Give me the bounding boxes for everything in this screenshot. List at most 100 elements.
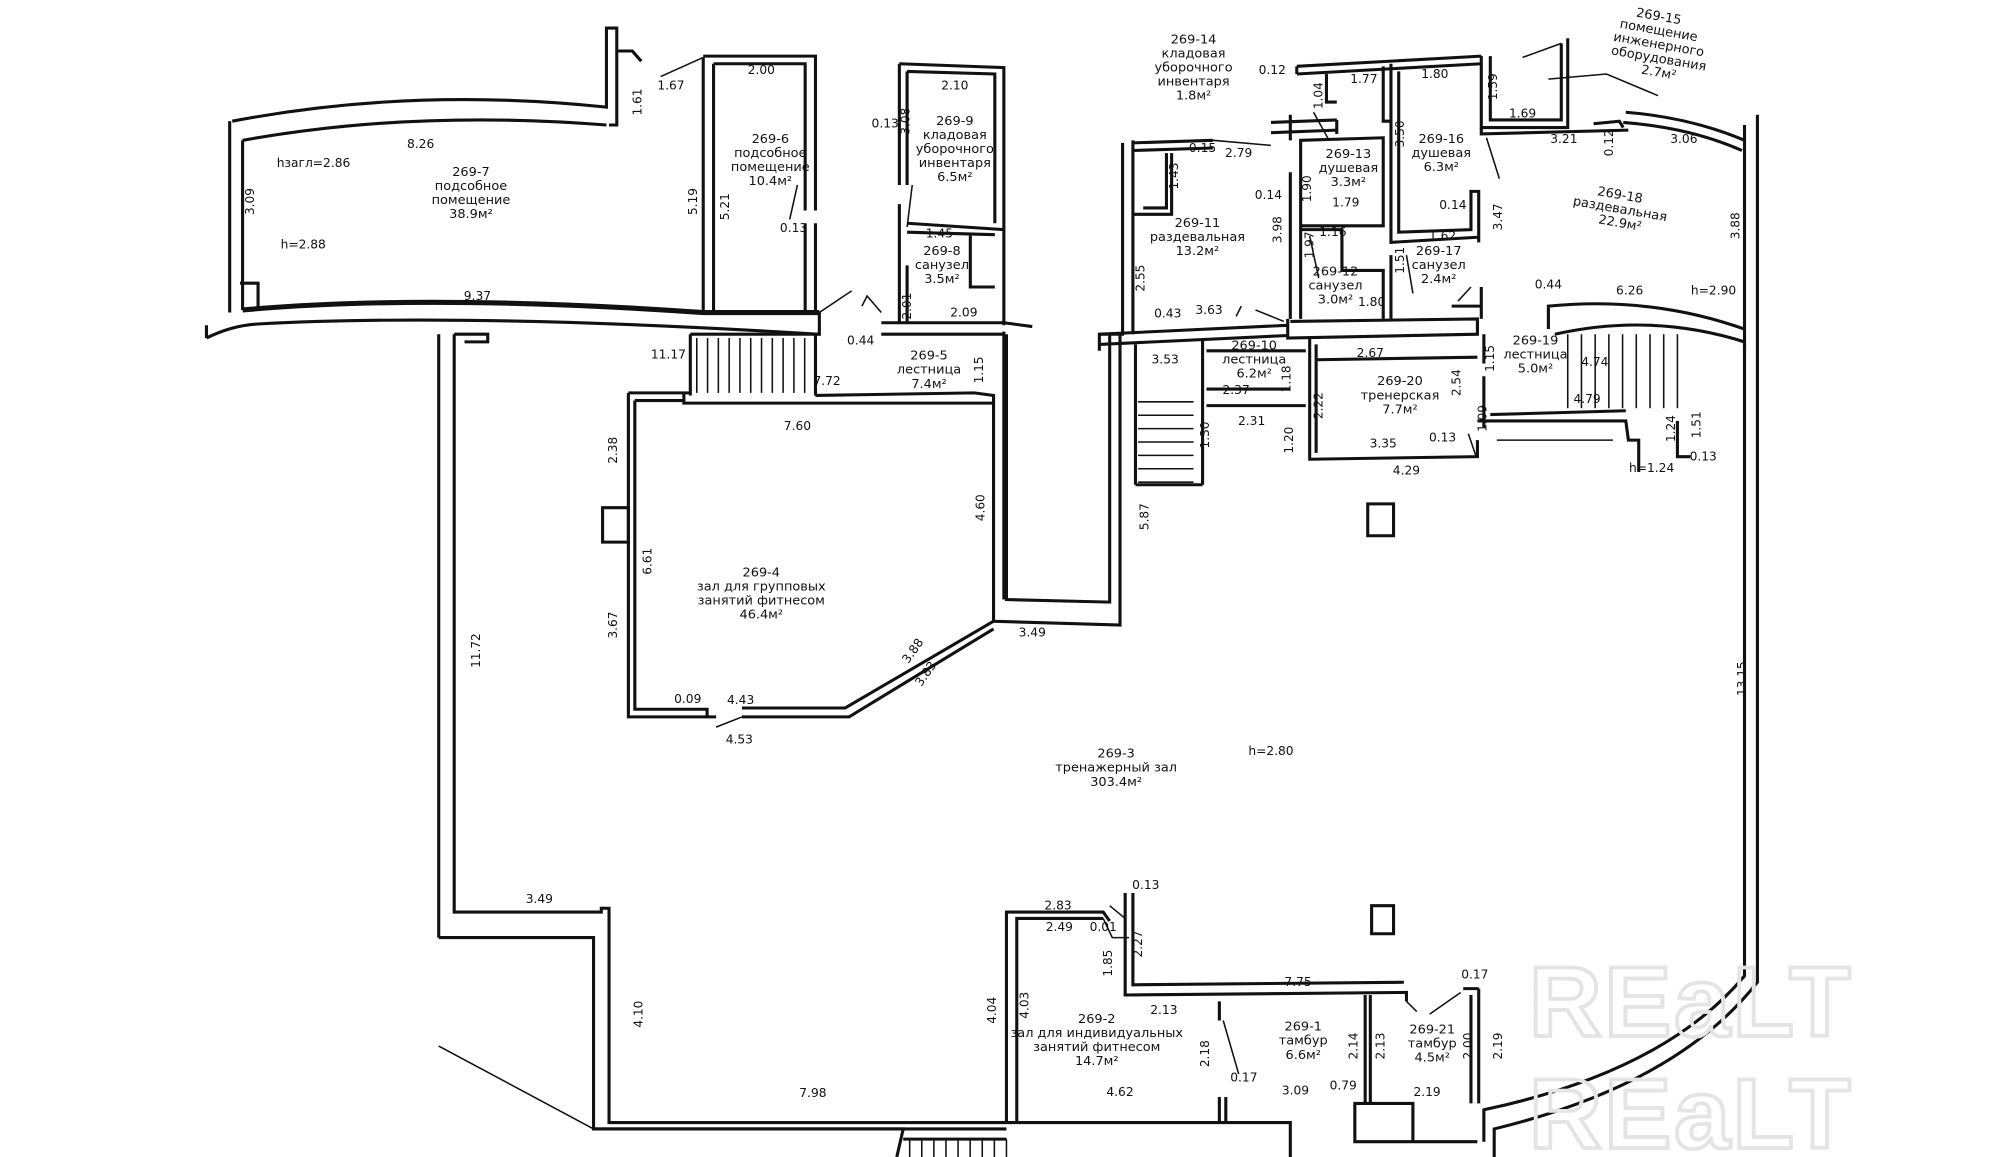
dimension-label: 0.12 [1602, 129, 1616, 156]
room-label: 13.2м² [1176, 244, 1220, 259]
dimension-label: 2.38 [606, 437, 620, 464]
ceiling-height: h=2.90 [1691, 284, 1736, 298]
ceiling-height: h=1.24 [1629, 461, 1675, 475]
room-label: раздевальная [1150, 230, 1245, 245]
room-number: 269-7 [452, 165, 489, 180]
dimension-label: 3.09 [1282, 1084, 1309, 1098]
room-label: 5.0м² [1518, 362, 1553, 377]
room-number: 269-14 [1171, 32, 1217, 47]
dimension-label: 0.79 [1330, 1078, 1357, 1092]
room-number: 269-6 [752, 132, 789, 147]
dimension-label: 2.00 [748, 63, 775, 77]
room-number: 269-12 [1313, 265, 1359, 280]
dimension-label: 2.37 [1222, 383, 1249, 397]
room-label: подсобное [435, 179, 507, 194]
room-label: 3.3м² [1331, 175, 1366, 190]
ceiling-height: h=2.88 [281, 238, 326, 252]
dimension-label: 1.43 [1167, 163, 1181, 190]
dimension-label: 2.67 [1357, 346, 1384, 360]
room-number: 269-5 [910, 349, 947, 364]
dimension-label: 1.79 [1332, 196, 1359, 210]
room-labels: 269-7подсобноепомещение38.9м²269-6подсоб… [432, 6, 1708, 1069]
room-label: подсобное [734, 146, 806, 161]
dimension-label: 3.50 [1393, 120, 1407, 147]
dimension-label: 1.51 [1690, 411, 1704, 438]
room-label: занятий фитнесом [698, 594, 825, 609]
room-label: 2.7м² [1640, 63, 1677, 84]
ceiling-height: h=2.80 [1248, 744, 1293, 758]
stairs [696, 338, 817, 393]
dimension-label: 4.74 [1581, 355, 1609, 369]
dimension-label: 1.61 [630, 89, 644, 116]
room-label: уборочного [916, 142, 994, 157]
dimension-label: 1.15 [972, 356, 986, 383]
dimension-label: 3.98 [1270, 216, 1284, 243]
dimension-label: 1.90 [1300, 175, 1314, 202]
dimension-label: 1.18 [1279, 365, 1293, 392]
room-label: 38.9м² [449, 207, 493, 222]
room-number: 269-18 [1596, 184, 1644, 207]
dimension-label: 1.15 [1483, 345, 1497, 372]
room-label: лестница [1503, 348, 1567, 363]
room-label: душевая [1319, 161, 1379, 176]
dimension-label: 2.54 [1450, 369, 1464, 396]
dimension-label: 2.19 [1491, 1033, 1505, 1060]
room-number: 269-13 [1326, 147, 1372, 162]
room-number: 269-20 [1377, 374, 1423, 389]
room-number: 269-21 [1409, 1022, 1455, 1037]
room-label: тренерская [1361, 388, 1440, 403]
dimension-label: 7.98 [799, 1086, 826, 1100]
stairs [908, 1139, 1008, 1157]
room-label: 2.4м² [1421, 272, 1456, 287]
dimension-label: 1.77 [1350, 72, 1377, 86]
room-number: 269-4 [743, 566, 780, 581]
dimension-label: 2.55 [1133, 265, 1147, 292]
room-label: 6.5м² [937, 170, 972, 185]
room-label: санузел [915, 258, 969, 273]
dimension-label: 1.09 [1475, 405, 1489, 432]
watermark-text: REaLT [1529, 946, 1853, 1057]
dimension-label: 13.15 [1735, 661, 1749, 696]
room-label: 303.4м² [1090, 775, 1142, 790]
dimension-label: 1.69 [1509, 106, 1536, 120]
dimension-label: 0.43 [1154, 307, 1181, 321]
room-label: помещение [731, 160, 810, 175]
ceiling-heights: hзагл=2.86h=2.88h=2.80h=2.90h=1.24 [277, 156, 1736, 758]
dimension-label: 1.16 [1319, 225, 1346, 239]
room-label: инвентаря [919, 156, 991, 171]
dimension-label: 2.79 [1225, 146, 1252, 160]
room-label: 6.2м² [1236, 367, 1271, 382]
room-label: 7.4м² [911, 377, 946, 392]
room-number: 269-15 [1635, 6, 1683, 29]
dimension-label: 7.75 [1284, 975, 1311, 989]
dimension-label: 3.63 [1195, 303, 1222, 317]
room-label: кладовая [1162, 46, 1226, 61]
dimension-label: 4.04 [985, 997, 999, 1024]
dimension-label: 1.80 [1421, 67, 1448, 81]
dimension-label: 0.13 [1690, 450, 1717, 464]
dimension-label: 2.14 [1346, 1032, 1360, 1059]
room-number: 269-10 [1231, 339, 1277, 354]
dimension-label: 3.88 [1728, 212, 1742, 239]
room-label: помещение [432, 193, 511, 208]
dimension-label: 2.01 [900, 293, 914, 320]
room-number: 269-1 [1285, 1020, 1322, 1035]
dimension-label: 2.19 [1413, 1085, 1440, 1099]
dimension-label: 6.61 [641, 548, 655, 575]
dimension-label: 3.49 [526, 892, 553, 906]
dimension-label: 1.62 [1429, 229, 1456, 243]
dimension-label: 4.10 [632, 1001, 646, 1028]
dimension-label: 11.72 [469, 633, 483, 668]
dimension-label: 4.60 [973, 494, 987, 521]
dimension-label: 2.10 [941, 78, 968, 92]
watermark-text-2: REaLT [1529, 1059, 1853, 1157]
room-number: 269-8 [923, 244, 960, 259]
room-label: 6.3м² [1424, 160, 1459, 175]
dimension-label: 0.14 [1255, 188, 1283, 202]
room-label: лестница [1222, 353, 1286, 368]
walls [204, 26, 1759, 1157]
dimension-label: 9.37 [464, 289, 491, 303]
dimension-label: 3.53 [1152, 353, 1179, 367]
